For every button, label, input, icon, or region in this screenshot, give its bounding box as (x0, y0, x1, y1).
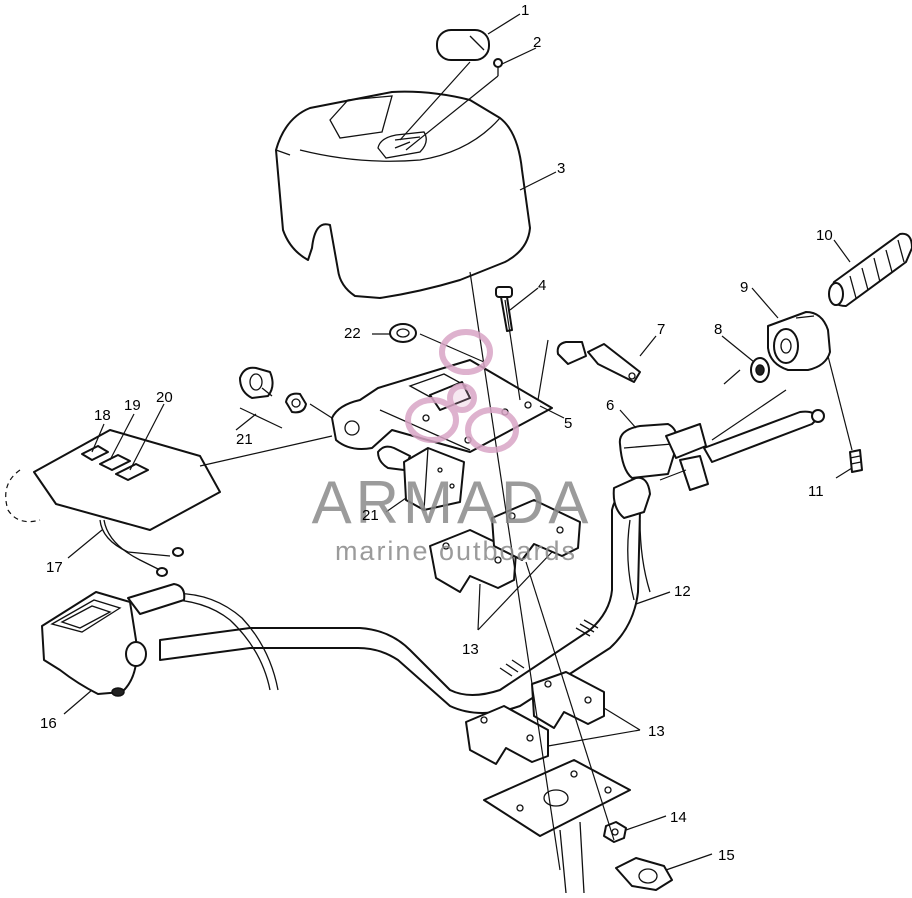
part-9-throttle-housing (767, 311, 831, 371)
watermark: ARMADA marine outboards (312, 329, 593, 566)
callout-11: 11 (808, 483, 824, 500)
part-11-screw (849, 449, 863, 473)
callout-10: 10 (816, 227, 833, 244)
brake-lever (703, 409, 825, 463)
callout-5: 5 (564, 415, 572, 432)
part-8-ring (750, 357, 770, 383)
part-6-master-cylinder (618, 423, 709, 491)
watermark-tagline: marine outboards (335, 536, 577, 566)
callout-9: 9 (740, 279, 748, 296)
callout-leaders (63, 13, 853, 871)
part-20-switch (115, 463, 149, 481)
callout-7: 7 (657, 321, 665, 338)
steering-stem-plate (483, 759, 631, 894)
part-21-switch-block (377, 445, 465, 511)
part-14-nut (603, 821, 627, 843)
part-13-clamp-lower-a (531, 671, 605, 729)
part-17-switch-panel (5, 429, 221, 577)
callout-19: 19 (124, 397, 141, 414)
callout-15: 15 (718, 847, 735, 864)
part-12-handlebar (159, 476, 651, 714)
callout-16: 16 (40, 715, 57, 732)
part-19-switch (99, 454, 131, 471)
callout-3: 3 (557, 160, 565, 177)
callout-18: 18 (94, 407, 111, 424)
callout-21-lower: 21 (362, 507, 379, 524)
assembly-lines (199, 61, 853, 871)
part-7-lever (556, 341, 641, 383)
callout-13-lower: 13 (648, 723, 665, 740)
part-1-cap (436, 29, 490, 61)
callout-labels: 1 2 3 4 5 6 7 8 9 10 11 12 13 13 14 15 1… (40, 2, 833, 864)
part-21-switch-knob (239, 366, 307, 414)
part-22-washer (389, 323, 417, 343)
watermark-brand: ARMADA (312, 469, 593, 536)
callout-1: 1 (521, 2, 529, 19)
callout-14: 14 (670, 809, 687, 826)
part-13-clamp-lower-b (465, 705, 549, 765)
callout-21-upper: 21 (236, 431, 253, 448)
callout-8: 8 (714, 321, 722, 338)
callout-13-upper: 13 (462, 641, 479, 658)
part-13-clamp-upper-b (491, 499, 581, 561)
watermark-logo (405, 329, 519, 453)
part-16-switch-housing (41, 583, 186, 697)
callout-4: 4 (538, 277, 546, 294)
part-15-clip (615, 857, 673, 891)
callout-12: 12 (674, 583, 691, 600)
callout-22: 22 (344, 325, 361, 342)
callout-6: 6 (606, 397, 614, 414)
callout-2: 2 (533, 34, 541, 51)
part-4-bolt (495, 286, 513, 332)
part-3-pod-cover (275, 90, 531, 299)
part-10-grip (828, 232, 912, 307)
part-2-screw (493, 58, 503, 76)
callout-20: 20 (156, 389, 173, 406)
part-18-switch (81, 445, 109, 461)
callout-17: 17 (46, 559, 63, 576)
